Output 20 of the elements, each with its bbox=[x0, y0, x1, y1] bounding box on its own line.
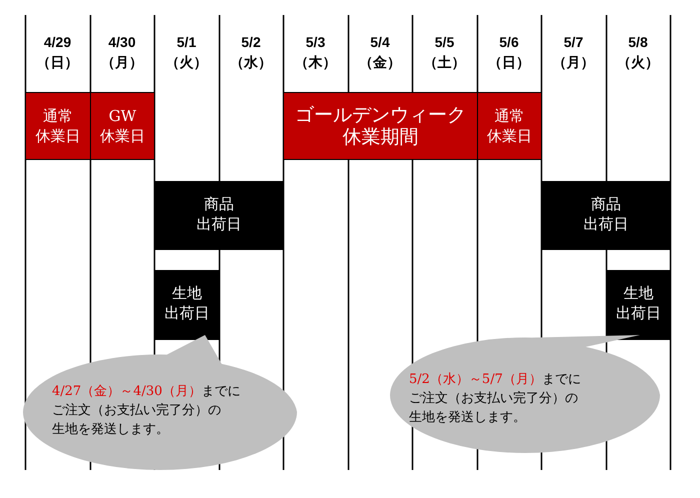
date-header: 5/2 （水） bbox=[229, 33, 273, 72]
callout-text: 5/2（水）～5/7（月）までにご注文（お支払い完了分）の生地を発送します。 bbox=[409, 371, 582, 427]
date-header: 5/7 （月） bbox=[552, 33, 596, 72]
date-header: 4/30 （月） bbox=[100, 33, 144, 72]
date-header: 5/3 （木） bbox=[294, 33, 338, 72]
shipping-bar: 商品出荷日 bbox=[154, 181, 284, 250]
shipping-bar: 生地出荷日 bbox=[154, 270, 220, 340]
date-header: 5/1 （火） bbox=[164, 33, 208, 72]
holiday-bar: 通常休業日 bbox=[25, 92, 91, 160]
holiday-bar: 通常休業日 bbox=[477, 92, 542, 160]
callout-text: 4/27（金）～4/30（月）までにご注文（お支払い完了分）の生地を発送します。 bbox=[52, 383, 242, 439]
date-header: 4/29 （日） bbox=[36, 33, 80, 72]
date-header: 5/6 （日） bbox=[487, 33, 531, 72]
shipping-bar: 生地出荷日 bbox=[606, 270, 671, 340]
shipping-bar: 商品出荷日 bbox=[541, 181, 671, 250]
date-header: 5/4 （金） bbox=[358, 33, 402, 72]
date-header: 5/8 （火） bbox=[616, 33, 660, 72]
holiday-bar: ゴールデンウィーク休業期間 bbox=[283, 92, 478, 160]
date-header: 5/5 （土） bbox=[422, 33, 466, 72]
holiday-bar: GW 休業日 bbox=[90, 92, 155, 160]
